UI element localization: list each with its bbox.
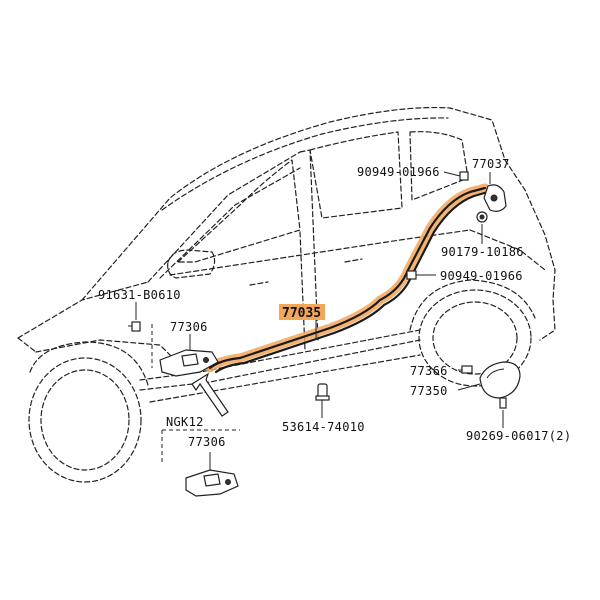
label-77306-top: 77306 bbox=[170, 320, 208, 334]
label-77306-bottom: 77306 bbox=[188, 435, 226, 449]
clip-90179 bbox=[476, 211, 488, 223]
label-90949-top: 90949-01966 bbox=[357, 165, 440, 179]
clip-53614 bbox=[315, 383, 330, 401]
label-77366: 77366 bbox=[410, 364, 448, 378]
fuel-lid-77350 bbox=[479, 361, 521, 399]
label-variant-ngk12: NGK12 bbox=[166, 415, 204, 429]
car-outline bbox=[17, 106, 556, 403]
label-77350: 77350 bbox=[410, 384, 448, 398]
part-labels: 77037 90949-01966 90179-10186 90949-0196… bbox=[98, 157, 571, 449]
hinge-77366 bbox=[461, 365, 473, 374]
lid-lock-77037 bbox=[459, 171, 507, 212]
label-91631: 91631-B0610 bbox=[98, 288, 181, 302]
side-mirror bbox=[167, 249, 216, 279]
pointer-arrow bbox=[191, 372, 229, 417]
screw-90269 bbox=[499, 397, 507, 409]
label-53614: 53614-74010 bbox=[282, 420, 365, 434]
opener-lever-77306 bbox=[159, 349, 219, 377]
label-90269: 90269-06017(2) bbox=[466, 429, 571, 443]
clip-90949-mid bbox=[406, 270, 417, 280]
label-77035: 77035 bbox=[282, 306, 321, 321]
rear-wheel bbox=[409, 279, 536, 387]
label-90949-mid: 90949-01966 bbox=[440, 269, 523, 283]
leader-lines bbox=[135, 171, 504, 470]
label-90179: 90179-10186 bbox=[441, 245, 524, 259]
bolt-91631 bbox=[128, 321, 141, 332]
highlight-box-77035 bbox=[279, 304, 325, 320]
fuel-lid-cable-77035 bbox=[205, 183, 490, 374]
label-77037: 77037 bbox=[472, 157, 510, 171]
front-wheel bbox=[28, 341, 149, 483]
opener-lever-77306-ngk12 bbox=[185, 469, 239, 497]
